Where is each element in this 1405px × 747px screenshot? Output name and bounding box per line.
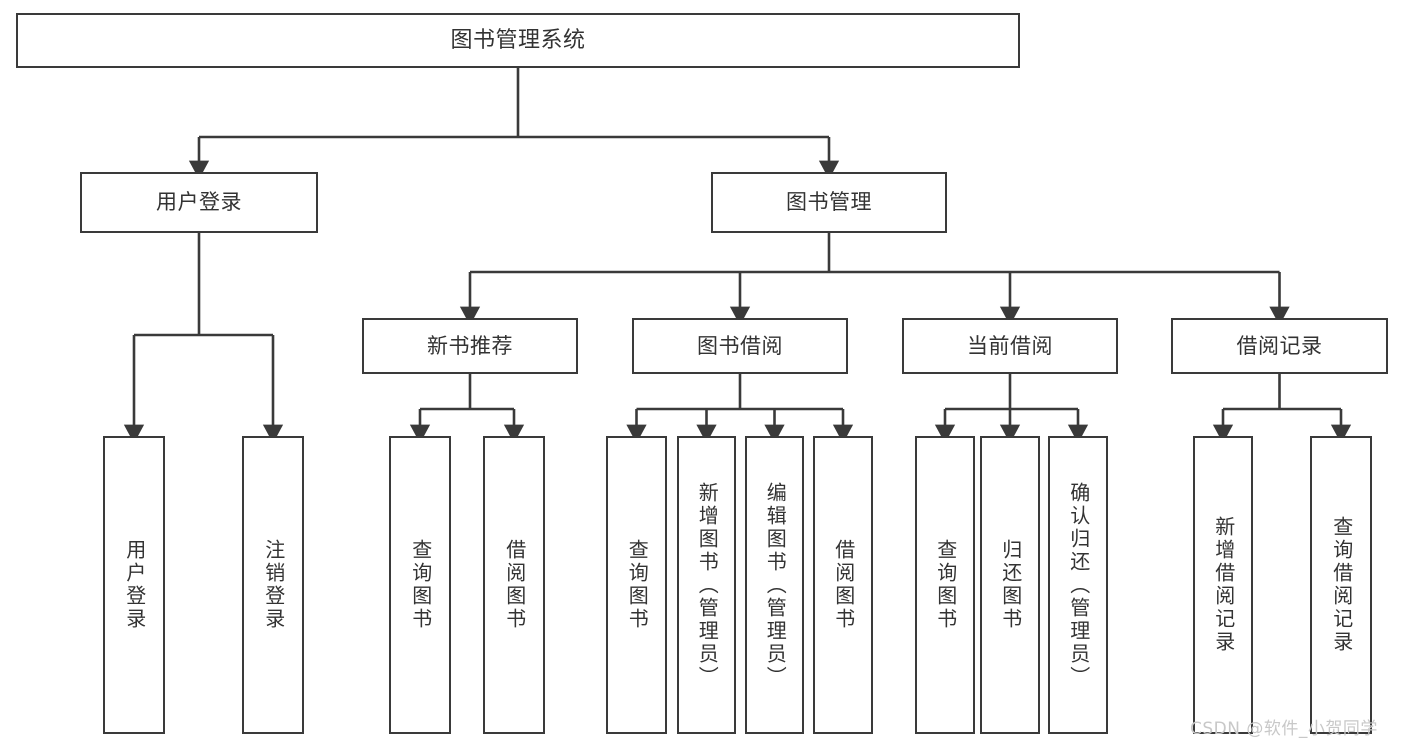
node-leaf-borrow-book-2[interactable]: 借阅图书 bbox=[813, 436, 873, 734]
node-leaf-query-book-2[interactable]: 查询图书 bbox=[606, 436, 667, 734]
node-label-leaf-edit-book: 编辑图书（管理员） bbox=[763, 481, 788, 689]
node-leaf-add-book[interactable]: 新增图书（管理员） bbox=[677, 436, 736, 734]
node-label-leaf-query-book-2: 查询图书 bbox=[625, 539, 650, 631]
node-label-leaf-query-book-1: 查询图书 bbox=[408, 539, 433, 631]
node-root[interactable]: 图书管理系统 bbox=[16, 13, 1020, 68]
node-label-leaf-query-record: 查询借阅记录 bbox=[1329, 516, 1354, 654]
node-current-borrow[interactable]: 当前借阅 bbox=[902, 318, 1118, 374]
node-new-book-rec[interactable]: 新书推荐 bbox=[362, 318, 578, 374]
node-label-new-book-rec: 新书推荐 bbox=[427, 333, 513, 358]
node-leaf-add-record[interactable]: 新增借阅记录 bbox=[1193, 436, 1253, 734]
node-label-leaf-add-book: 新增图书（管理员） bbox=[695, 481, 720, 689]
node-label-book-manage: 图书管理 bbox=[786, 190, 872, 215]
node-leaf-borrow-book-1[interactable]: 借阅图书 bbox=[483, 436, 545, 734]
node-label-user-login: 用户登录 bbox=[156, 190, 242, 215]
node-leaf-query-book-1[interactable]: 查询图书 bbox=[389, 436, 451, 734]
node-leaf-confirm-return[interactable]: 确认归还（管理员） bbox=[1048, 436, 1108, 734]
node-label-book-borrow: 图书借阅 bbox=[697, 333, 783, 358]
node-leaf-query-book-3[interactable]: 查询图书 bbox=[915, 436, 975, 734]
node-leaf-return-book[interactable]: 归还图书 bbox=[980, 436, 1040, 734]
node-leaf-user-logout[interactable]: 注销登录 bbox=[242, 436, 304, 734]
node-label-leaf-user-logout: 注销登录 bbox=[261, 539, 286, 631]
node-label-borrow-record: 借阅记录 bbox=[1236, 333, 1323, 358]
node-label-root: 图书管理系统 bbox=[450, 27, 586, 53]
node-label-leaf-user-login: 用户登录 bbox=[122, 539, 147, 631]
node-label-leaf-add-record: 新增借阅记录 bbox=[1211, 516, 1236, 654]
node-leaf-user-login[interactable]: 用户登录 bbox=[103, 436, 165, 734]
tree-connectors bbox=[123, 68, 1352, 444]
node-label-leaf-return-book: 归还图书 bbox=[998, 539, 1023, 631]
node-label-leaf-borrow-book-2: 借阅图书 bbox=[831, 539, 856, 631]
node-label-leaf-query-book-3: 查询图书 bbox=[933, 539, 958, 631]
node-borrow-record[interactable]: 借阅记录 bbox=[1171, 318, 1388, 374]
node-label-leaf-borrow-book-1: 借阅图书 bbox=[502, 539, 527, 631]
node-label-current-borrow: 当前借阅 bbox=[967, 333, 1053, 358]
node-book-manage[interactable]: 图书管理 bbox=[711, 172, 947, 233]
node-leaf-edit-book[interactable]: 编辑图书（管理员） bbox=[745, 436, 804, 734]
node-leaf-query-record[interactable]: 查询借阅记录 bbox=[1310, 436, 1372, 734]
node-label-leaf-confirm-return: 确认归还（管理员） bbox=[1066, 481, 1091, 689]
node-user-login[interactable]: 用户登录 bbox=[80, 172, 318, 233]
node-book-borrow[interactable]: 图书借阅 bbox=[632, 318, 848, 374]
